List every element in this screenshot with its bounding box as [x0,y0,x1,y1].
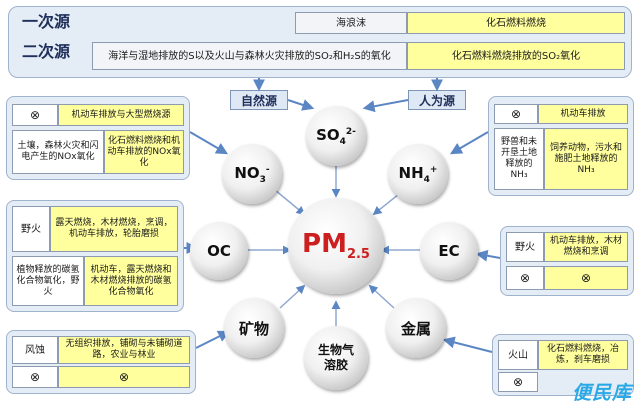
ec-natural-primary: 野火 [506,232,544,262]
ec-human-secondary-none: ⊗ [544,266,628,290]
sulfate-sup: 2- [345,126,356,137]
ammonium-node: NH4+ [388,144,448,204]
ammonium-sub: 4 [423,174,430,185]
nitrate-human-primary: 机动车排放与大型燃烧源 [58,104,184,126]
mineral-natural-secondary-none: ⊗ [12,366,58,388]
sulfate-node: SO42- [306,106,366,166]
natural-secondary-cell: 海洋与湿地排放的S以及火山与森林火灾排放的SO₂和H₂S的氧化 [92,42,407,70]
oc-natural-primary: 野火 [12,206,50,252]
ammonium-human-primary: 机动车排放 [538,104,628,124]
ec-natural-secondary-none: ⊗ [506,266,544,290]
natural-primary-cell: 海浪沫 [295,12,407,34]
ammonium-natural-primary-none: ⊗ [494,104,538,124]
pm25-center-node: PM2.5 [288,198,384,294]
nitrate-node: NO3- [222,144,282,204]
metal-human-primary: 化石燃料燃烧，冶炼，刹车磨损 [538,340,628,370]
ammonium-sup: + [429,164,438,175]
secondary-source-label: 二次源 [22,42,71,61]
ec-human-primary: 机动车排放，木材燃烧和烹调 [544,232,628,262]
nitrate-natural-primary-none: ⊗ [12,104,58,126]
ammonium-main: NH [398,163,424,182]
natural-source-tag: 自然源 [230,90,288,110]
metal-natural-secondary-none: ⊗ [498,372,538,392]
ammonium-natural-secondary: 野兽和未开垦土地释放的NH₃ [494,128,544,190]
mineral-human-primary: 无组织排放，铺砌与未铺砌道路，农业与林业 [58,336,190,364]
nitrate-human-secondary: 化石燃料燃烧和机动车排放的NOx氧化 [104,130,184,174]
organic-carbon-node: OC [190,222,248,280]
nitrate-sup: - [265,164,270,175]
oc-natural-secondary: 植物释放的碳氢化合物氧化，野火 [12,256,84,306]
nitrate-natural-secondary: 土壤，森林火灾和闪电产生的NOx氧化 [12,130,104,174]
oc-human-secondary: 机动车，露天燃烧和木材燃烧排放的碳氢化合物氧化 [84,256,178,306]
human-primary-cell: 化石燃料燃烧 [407,12,625,34]
metal-natural-primary: 火山 [498,340,538,370]
pm-subscript: 2.5 [346,247,370,263]
bioaerosol-label: 生物气溶胶 [317,343,354,372]
metal-node: 金属 [386,298,446,358]
elemental-carbon-node: EC [420,222,478,280]
sulfate-sub: 4 [339,136,346,147]
bioaerosol-node: 生物气溶胶 [304,326,368,390]
oc-human-primary: 露天燃烧，木材燃烧，烹调，机动车排放，轮胎磨损 [50,206,178,252]
human-secondary-cell: 化石燃料燃烧排放的SO₂氧化 [407,42,625,70]
watermark-logo: 便民库 [571,382,632,404]
mineral-human-secondary-none: ⊗ [58,366,190,388]
ammonium-human-secondary: 饲养动物，污水和施肥土地释放的NH₃ [544,128,628,190]
nitrate-main: NO [234,163,260,182]
sulfate-main: SO [316,125,340,144]
mineral-natural-primary: 风蚀 [12,336,58,364]
primary-source-label: 一次源 [22,12,71,31]
mineral-node: 矿物 [224,298,284,358]
nitrate-sub: 3 [259,174,266,185]
pm-label: PM [302,229,347,260]
